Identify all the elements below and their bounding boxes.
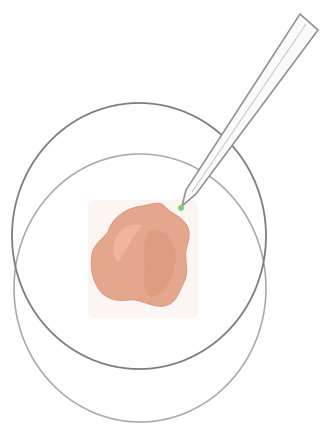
pipette-icon	[178, 14, 318, 211]
pipette-inner-line	[192, 24, 306, 192]
pipette-tip-droplet	[178, 205, 184, 211]
